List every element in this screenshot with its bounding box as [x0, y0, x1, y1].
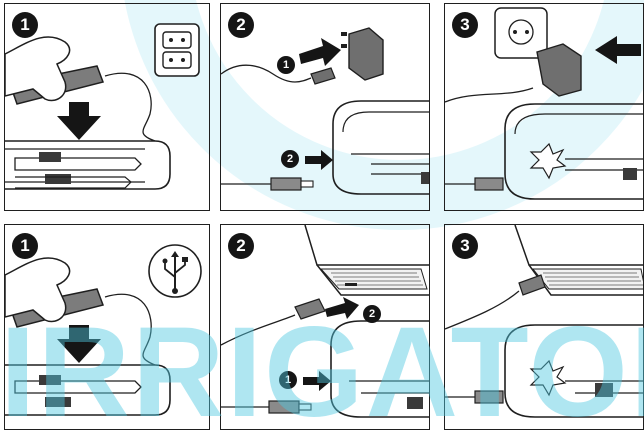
step-number-badge: 1 — [12, 12, 38, 38]
panel-wall-step-2-illustration — [221, 4, 430, 211]
step-number-badge: 2 — [228, 12, 254, 38]
step-number-badge: 3 — [452, 233, 478, 259]
panel-wall-step-2: 2 1 2 — [220, 3, 430, 211]
step-number-badge: 2 — [228, 233, 254, 259]
panel-wall-step-3: 3 — [444, 3, 644, 211]
panel-wall-step-3-illustration — [445, 4, 644, 211]
panel-wall-step-1: 1 — [4, 3, 210, 211]
power-outlet-icon — [155, 24, 199, 76]
sub-step-badge-stand: 2 — [281, 150, 299, 168]
watermark-text: IRRIGATOR.I — [0, 318, 644, 428]
step-number-badge: 1 — [12, 233, 38, 259]
usb-icon — [149, 245, 201, 297]
sub-step-badge-plug: 1 — [277, 56, 295, 74]
step-number-badge: 3 — [452, 12, 478, 38]
